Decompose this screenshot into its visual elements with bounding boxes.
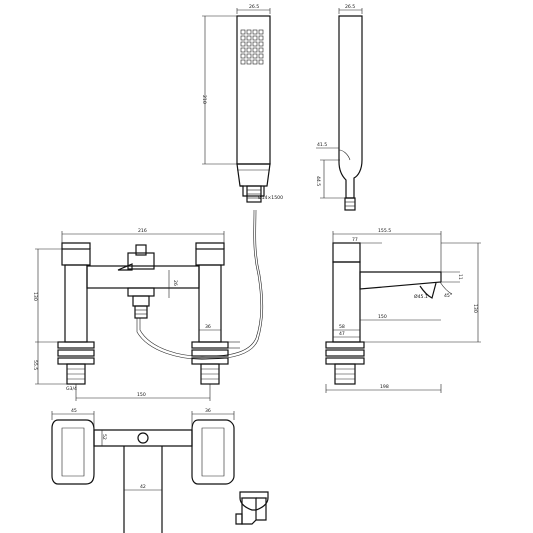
shower-hose [139,209,262,357]
dim-side-spout-reach: 150 [378,314,387,320]
spray-nozzles [240,29,264,65]
dim-side-depth-bottom: 198 [380,384,389,390]
dim-thread: G3/4 [66,386,77,392]
dim-handset-height: 210 [201,95,207,104]
dim-plan-spout: 42 [140,484,146,490]
dim-plan-bridge: 52 [101,434,107,440]
dim-side-foot: 47 [339,331,345,337]
dim-lever-rise: 26 [172,280,178,286]
dim-overall-height: 130 [32,292,38,301]
handset-side-view: 26.5 41.5 44.5 [315,4,363,211]
dim-handset-side-width: 26.5 [345,4,355,10]
dim-base-height: 55.5 [32,360,38,370]
dim-side-spout-drop: 11 [457,274,463,280]
dim-overall-width: 216 [138,228,147,234]
dim-handset-side-base: 44.5 [315,176,321,186]
dim-side-spout-angle: 45° [444,293,452,299]
dim-side-depth-top: 155.5 [378,228,391,234]
dim-side-lever: 77 [352,237,358,243]
mixer-plan-view: 45 36 52 42 [51,408,235,533]
dim-body-width-right: 36 [205,324,211,330]
dim-centres: 150 [137,392,146,398]
dim-handset-side-offset: 41.5 [317,142,327,148]
dim-side-height: 130 [472,304,478,313]
handset-holder-detail [235,491,269,525]
dim-handset-width: 26.5 [249,4,259,10]
mixer-front-view: 216 130 55.5 26 36 G3/4 150 [32,228,240,401]
mixer-side-view: 155.5 77 11 Ø45.1 45° 150 58 47 130 198 [325,228,481,393]
dim-hose-spec: Ø14×1500 [258,194,283,201]
dim-side-outlet: Ø45.1 [414,293,428,300]
handset-front-view: 26.5 210 Ø14×1500 [201,4,283,203]
dim-side-body-width: 58 [339,324,345,330]
dim-plan-left: 45 [71,408,77,414]
dim-plan-right: 36 [205,408,211,414]
